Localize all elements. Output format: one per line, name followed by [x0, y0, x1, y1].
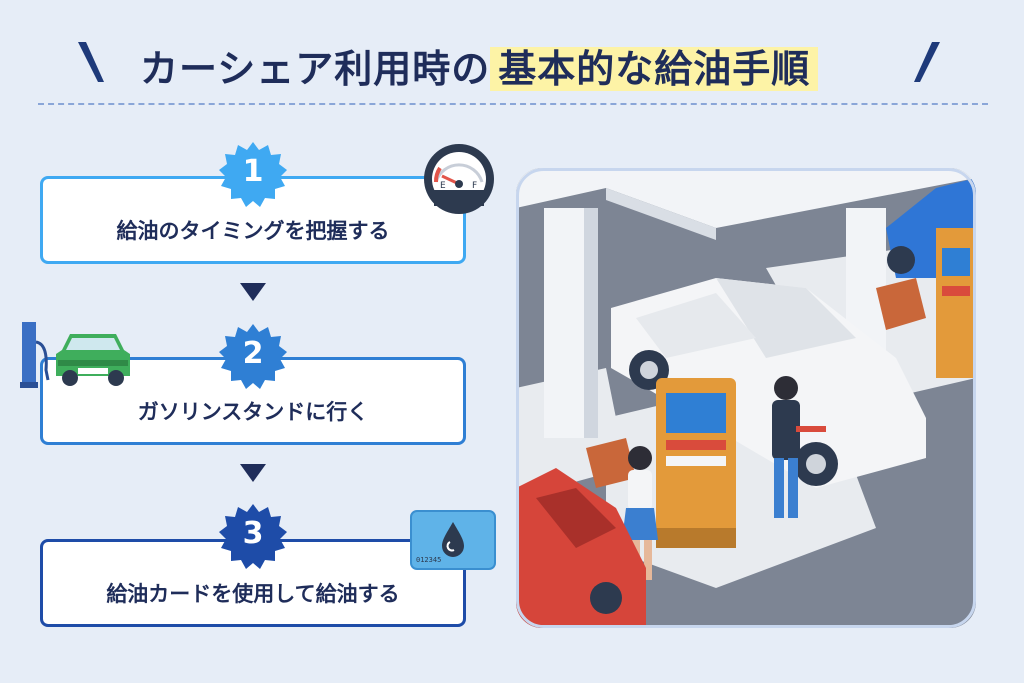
badge-burst-icon	[219, 504, 287, 569]
gauge-full-mark: F	[472, 181, 477, 191]
down-arrow-icon	[240, 464, 266, 482]
step-2-number: 2	[242, 336, 264, 371]
step-3-label: 給油カードを使用して給油する	[106, 582, 400, 606]
gas-pump-car-icon	[20, 322, 130, 388]
step-1-label: 給油のタイミングを把握する	[116, 219, 390, 243]
down-arrow-icon	[240, 283, 266, 301]
title-prefix: カーシェア利用時の	[140, 47, 491, 91]
step-1-badge: 1	[218, 140, 288, 210]
fuel-card-icon: 012345	[410, 510, 496, 570]
step-3-number: 3	[242, 516, 264, 551]
fuel-gauge-icon: E F	[424, 144, 494, 214]
divider	[38, 103, 988, 105]
header: カーシェア利用時の基本的な給油手順	[0, 0, 1024, 105]
title-highlight: 基本的な給油手順	[490, 47, 819, 91]
badge-burst-icon	[219, 324, 287, 389]
step-3-badge: 3	[218, 502, 288, 572]
step-2-label: ガソリンスタンドに行く	[137, 400, 369, 424]
badge-burst-icon	[219, 142, 287, 207]
gauge-empty-mark: E	[440, 181, 446, 191]
gas-station-illustration	[516, 168, 976, 628]
page-title: カーシェア利用時の基本的な給油手順	[140, 38, 819, 93]
card-number: 012345	[416, 556, 441, 564]
step-2-badge: 2	[218, 322, 288, 392]
step-1-number: 1	[242, 154, 264, 189]
slash-decoration-right	[914, 42, 940, 82]
slash-decoration-left	[78, 42, 104, 82]
